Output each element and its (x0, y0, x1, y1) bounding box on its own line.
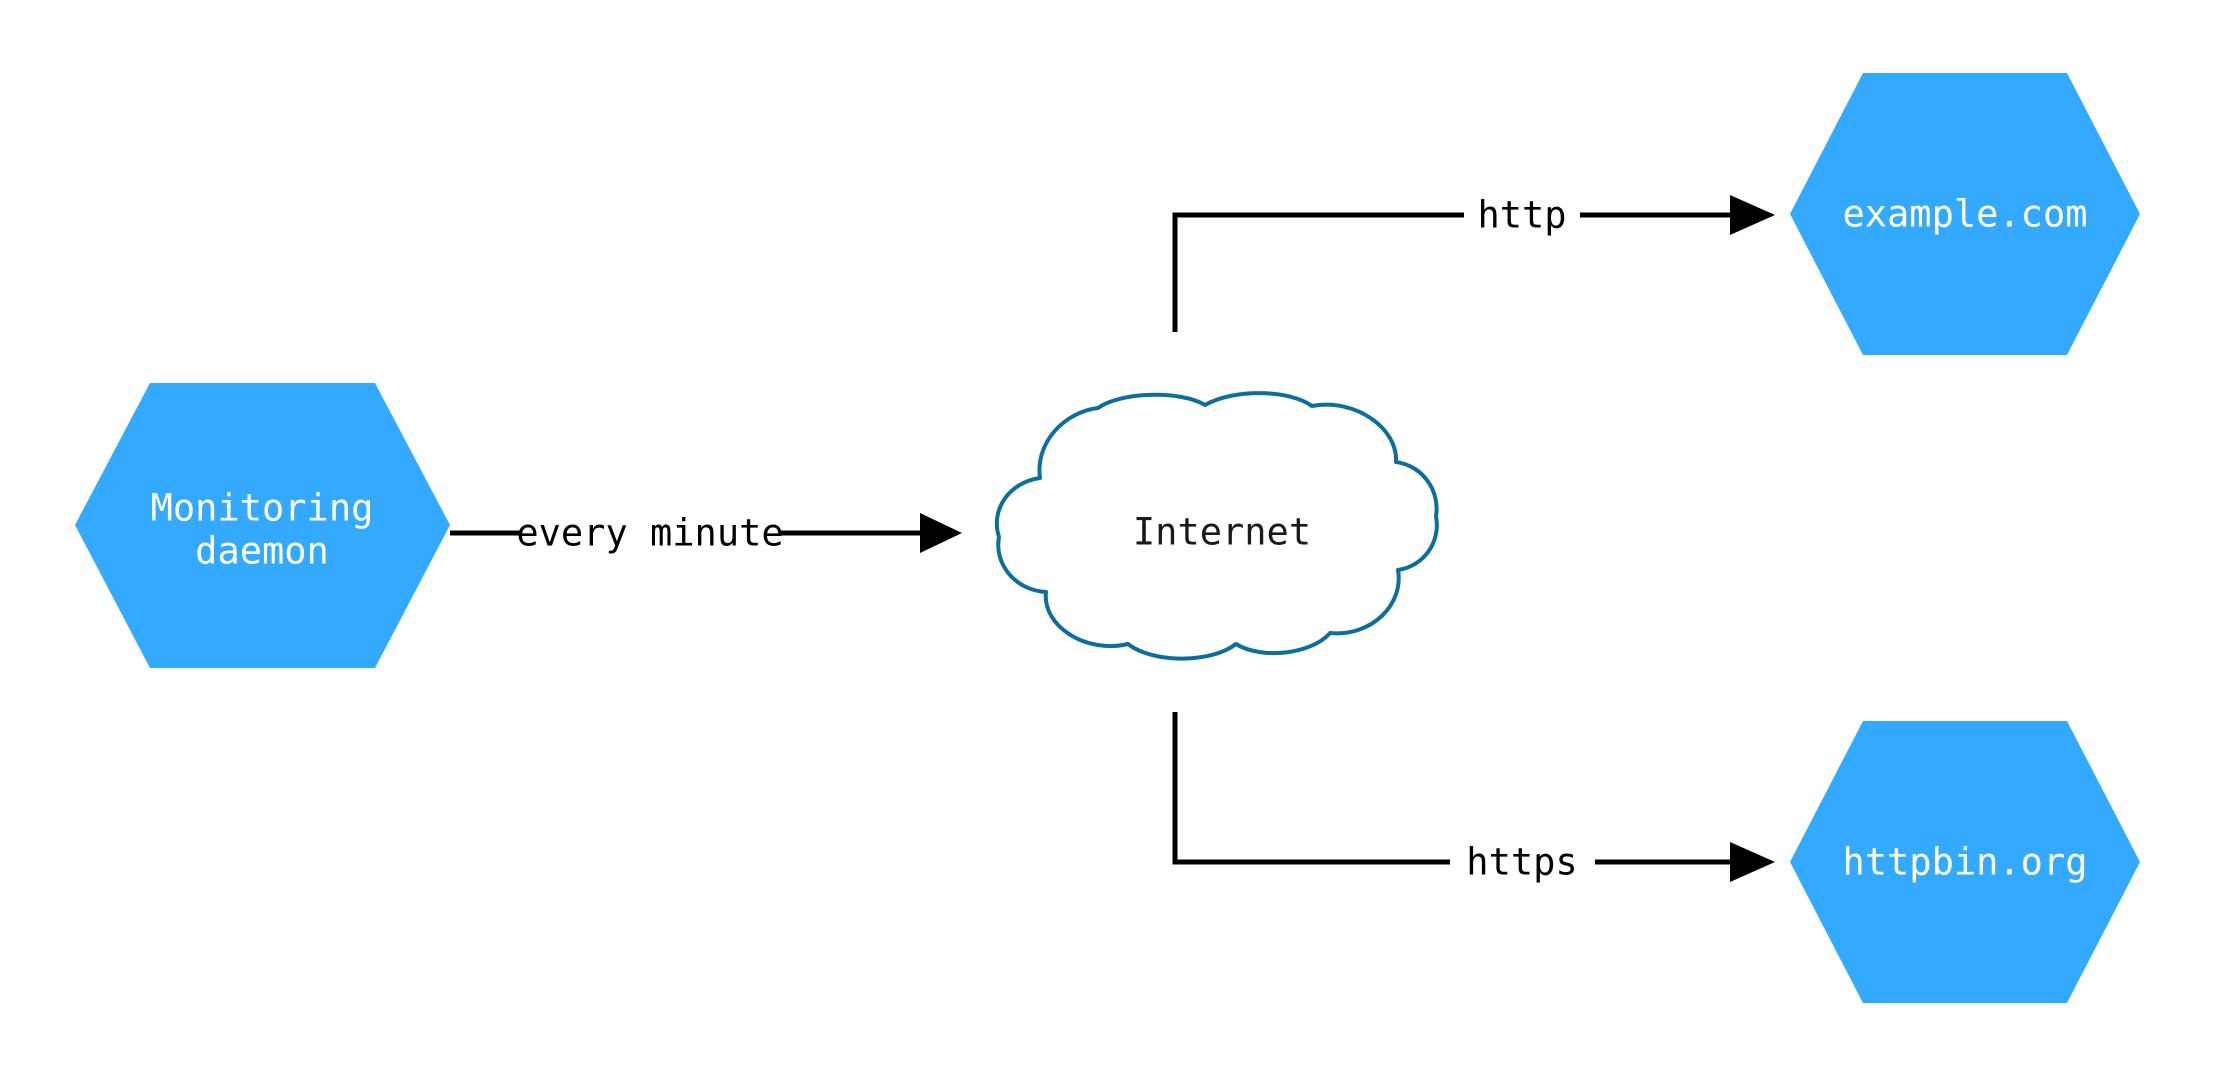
node-label-internet: Internet (1133, 511, 1311, 554)
hexagon-shape-monitoring-daemon (75, 383, 450, 668)
edge-label-backdrop (1464, 190, 1580, 240)
edge-label-https: https (1466, 841, 1577, 884)
edge-label-backdrop (1450, 837, 1595, 887)
hexagon-shape-httpbin-org (1790, 721, 2140, 1003)
node-label-httpbin-org: httpbin.org (1842, 841, 2087, 884)
node-internet[interactable]: Internet (994, 391, 1439, 661)
node-monitoring-daemon[interactable]: Monitoring daemon (75, 383, 450, 668)
node-label-monitoring-daemon-line2: daemon (195, 530, 329, 573)
arrowhead-icon-http (1730, 195, 1775, 235)
edge-line-http (1172, 212, 1730, 332)
node-label-monitoring-daemon-line1: Monitoring (151, 487, 374, 530)
node-example-com[interactable]: example.com (1790, 73, 2140, 355)
cloud-shape-internet (994, 391, 1439, 661)
edge-label-backdrop (520, 508, 780, 558)
node-label-example-com: example.com (1842, 193, 2087, 236)
arrowhead-icon-every-minute (920, 513, 962, 553)
arrowhead-icon-https (1730, 842, 1775, 882)
edge-daemon-to-internet[interactable]: every minute (450, 508, 962, 558)
hexagon-shape-example-com (1790, 73, 2140, 355)
edge-internet-to-httpbin[interactable]: https (1172, 712, 1775, 887)
node-httpbin-org[interactable]: httpbin.org (1790, 721, 2140, 1003)
edge-internet-to-example[interactable]: http (1172, 190, 1775, 332)
edge-label-http: http (1477, 194, 1566, 237)
edge-label-every-minute: every minute (516, 512, 783, 555)
